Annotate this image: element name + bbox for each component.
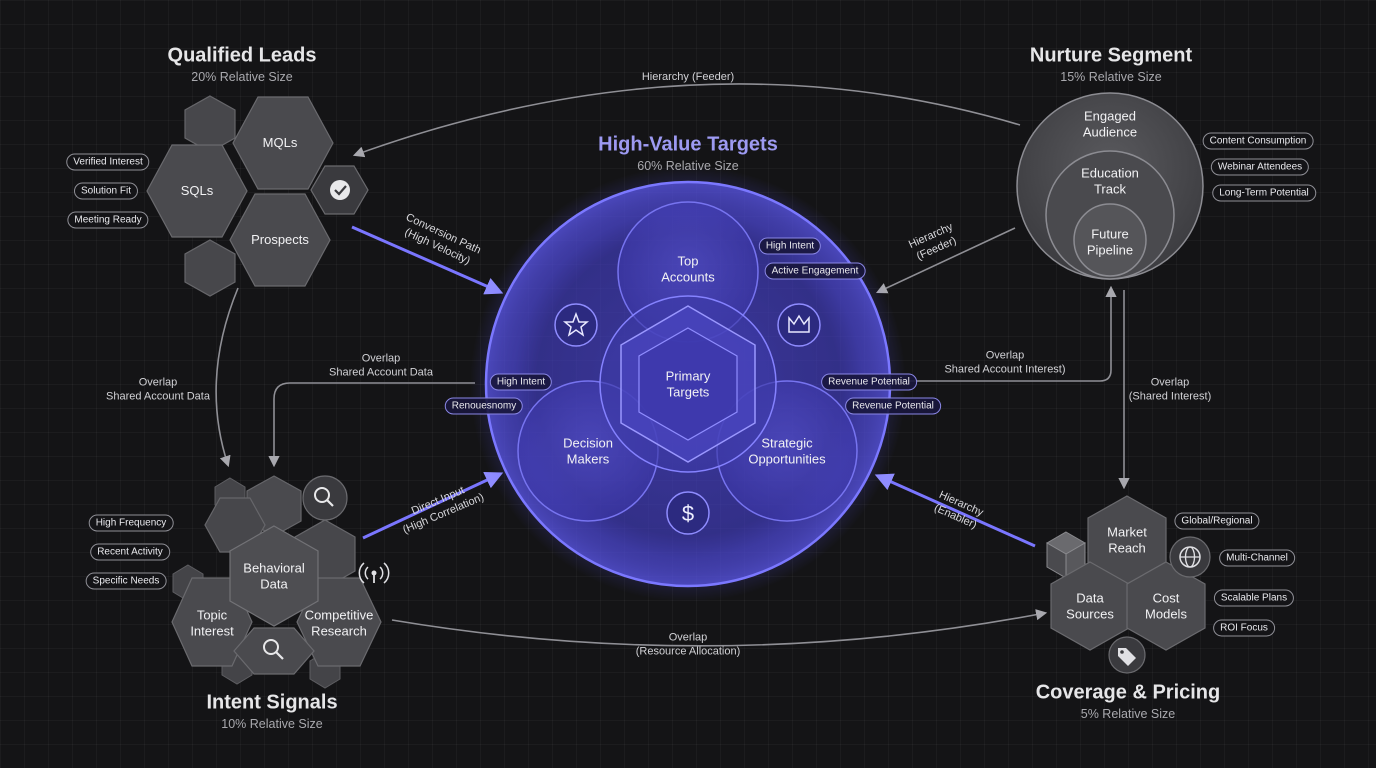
nurture-subtitle: 15% Relative Size xyxy=(1060,70,1162,84)
direct-input-arrow xyxy=(362,471,504,540)
cost-models-hex xyxy=(1126,561,1206,651)
tag-active-engagement: Active Engagement xyxy=(764,262,866,280)
mqls-label: MQLs xyxy=(262,135,298,151)
star-icon xyxy=(554,303,598,347)
globe-icon xyxy=(1169,536,1211,578)
sqls-label: SQLs xyxy=(180,183,214,199)
tag-scalable-plans: Scalable Plans xyxy=(1213,589,1295,607)
high-value-title: High-Value Targets xyxy=(598,133,778,156)
high-value-subtitle: 60% Relative Size xyxy=(637,159,739,173)
engaged-audience-label: Engaged Audience xyxy=(1082,108,1138,139)
enabler-arrow xyxy=(874,473,1036,548)
intent-title: Intent Signals xyxy=(206,691,338,714)
education-track-label: Education Track xyxy=(1081,165,1139,196)
tag-icon xyxy=(1108,636,1146,674)
behavioral-data-label: Behavioral Data xyxy=(243,560,305,591)
overlap-line-left xyxy=(215,287,239,468)
search-icon xyxy=(233,627,315,675)
tag-multi-channel: Multi-Channel xyxy=(1219,549,1295,567)
check-icon xyxy=(310,165,369,215)
label-overlap-bottom: Overlap (Resource Allocation) xyxy=(635,631,741,658)
tag-webinar-attendees: Webinar Attendees xyxy=(1210,158,1310,176)
intent-subtitle: 10% Relative Size xyxy=(221,717,323,731)
conversion-path-arrow xyxy=(351,225,504,295)
tag-roi-focus: ROI Focus xyxy=(1213,619,1275,637)
label-overlap-mid: Overlap Shared Account Data xyxy=(329,352,433,379)
market-reach-label: Market Reach xyxy=(1107,524,1147,555)
ql-small-hex-top xyxy=(184,95,236,153)
tag-solution-fit: Solution Fit xyxy=(73,182,139,200)
tag-content-consumption: Content Consumption xyxy=(1202,132,1314,150)
strategic-opportunities-label: Strategic Opportunities xyxy=(748,435,826,466)
feeder-arc-top xyxy=(352,83,1021,158)
tag-global-regional: Global/Regional xyxy=(1174,512,1260,530)
tag-specific-needs: Specific Needs xyxy=(85,572,167,590)
tag-high-intent-left: High Intent xyxy=(489,373,553,391)
feeder-line-right xyxy=(875,227,1016,294)
tag-revenue-potential-2: Revenue Potential xyxy=(845,397,941,415)
decision-makers-label: Decision Makers xyxy=(563,435,613,466)
tag-meeting-ready: Meeting Ready xyxy=(67,211,149,229)
cost-models-label: Cost Models xyxy=(1145,590,1187,621)
crown-icon xyxy=(777,303,821,347)
competitive-research-label: Competitive Research xyxy=(304,607,374,638)
tag-revenue-potential-1: Revenue Potential xyxy=(821,373,917,391)
qualified-leads-subtitle: 20% Relative Size xyxy=(191,70,293,84)
tag-high-intent-top: High Intent xyxy=(758,237,822,255)
qualified-leads-title: Qualified Leads xyxy=(167,44,317,67)
tag-recent-activity: Recent Activity xyxy=(90,543,170,561)
signal-icon xyxy=(358,562,390,584)
overlap-line-bottom xyxy=(391,609,1048,647)
label-overlap-left: Overlap Shared Account Data xyxy=(106,376,210,403)
data-sources-label: Data Sources xyxy=(1066,590,1114,621)
ql-small-hex-bottom xyxy=(184,239,236,297)
dollar-icon: $ xyxy=(666,491,710,535)
future-pipeline-label: Future Pipeline xyxy=(1086,226,1134,257)
future-pipeline-circle xyxy=(1073,203,1147,277)
overlap-line-mid xyxy=(268,382,475,468)
coverage-subtitle: 5% Relative Size xyxy=(1080,707,1176,721)
svg-text:$: $ xyxy=(682,501,694,526)
tag-verified-interest: Verified Interest xyxy=(66,153,150,171)
search-icon xyxy=(302,475,348,521)
label-overlap-right: Overlap Shared Account Interest) xyxy=(944,349,1066,376)
label-overlap-shared-interest: Overlap (Shared Interest) xyxy=(1128,376,1212,403)
tag-high-frequency: High Frequency xyxy=(88,514,174,532)
prospects-label: Prospects xyxy=(251,232,309,248)
behavioral-data-hex xyxy=(229,525,319,627)
coverage-title: Coverage & Pricing xyxy=(1035,681,1221,704)
sqls-hex xyxy=(146,144,248,238)
topic-interest-label: Topic Interest xyxy=(190,607,234,638)
overlap-line-right xyxy=(890,285,1117,382)
top-accounts-label: Top Accounts xyxy=(661,253,715,284)
primary-targets-label: Primary Targets xyxy=(665,368,711,399)
label-hierarchy-feeder-top: Hierarchy (Feeder) xyxy=(641,70,735,83)
primary-hex-inner xyxy=(638,327,738,441)
tag-renouesnomy: Renouesnomy xyxy=(444,397,524,415)
prospects-hex xyxy=(229,193,331,287)
nurture-title: Nurture Segment xyxy=(1029,44,1193,67)
tag-long-term-potential: Long-Term Potential xyxy=(1212,184,1316,202)
